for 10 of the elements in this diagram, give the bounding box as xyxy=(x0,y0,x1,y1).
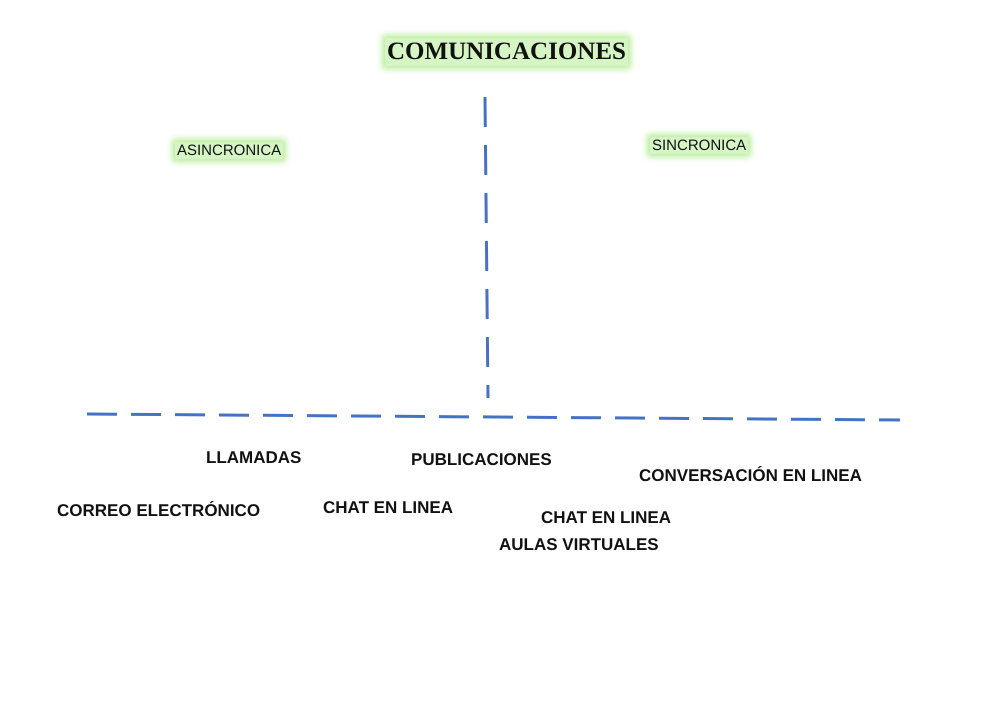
word-bank-term: PUBLICACIONES xyxy=(411,450,552,470)
word-bank-term: LLAMADAS xyxy=(206,448,302,468)
word-bank-term: AULAS VIRTUALES xyxy=(499,535,659,555)
word-bank-term: CHAT EN LINEA xyxy=(323,498,454,518)
column-heading: SINCRONICA xyxy=(650,137,748,154)
word-bank-term: CONVERSACIÓN EN LINEA xyxy=(639,466,862,486)
word-bank-term: CORREO ELECTRÓNICO xyxy=(57,501,260,521)
title: COMUNICACIONES xyxy=(385,38,628,66)
column-heading: ASINCRONICA xyxy=(175,142,284,159)
word-bank-term: CHAT EN LINEA xyxy=(541,508,672,528)
